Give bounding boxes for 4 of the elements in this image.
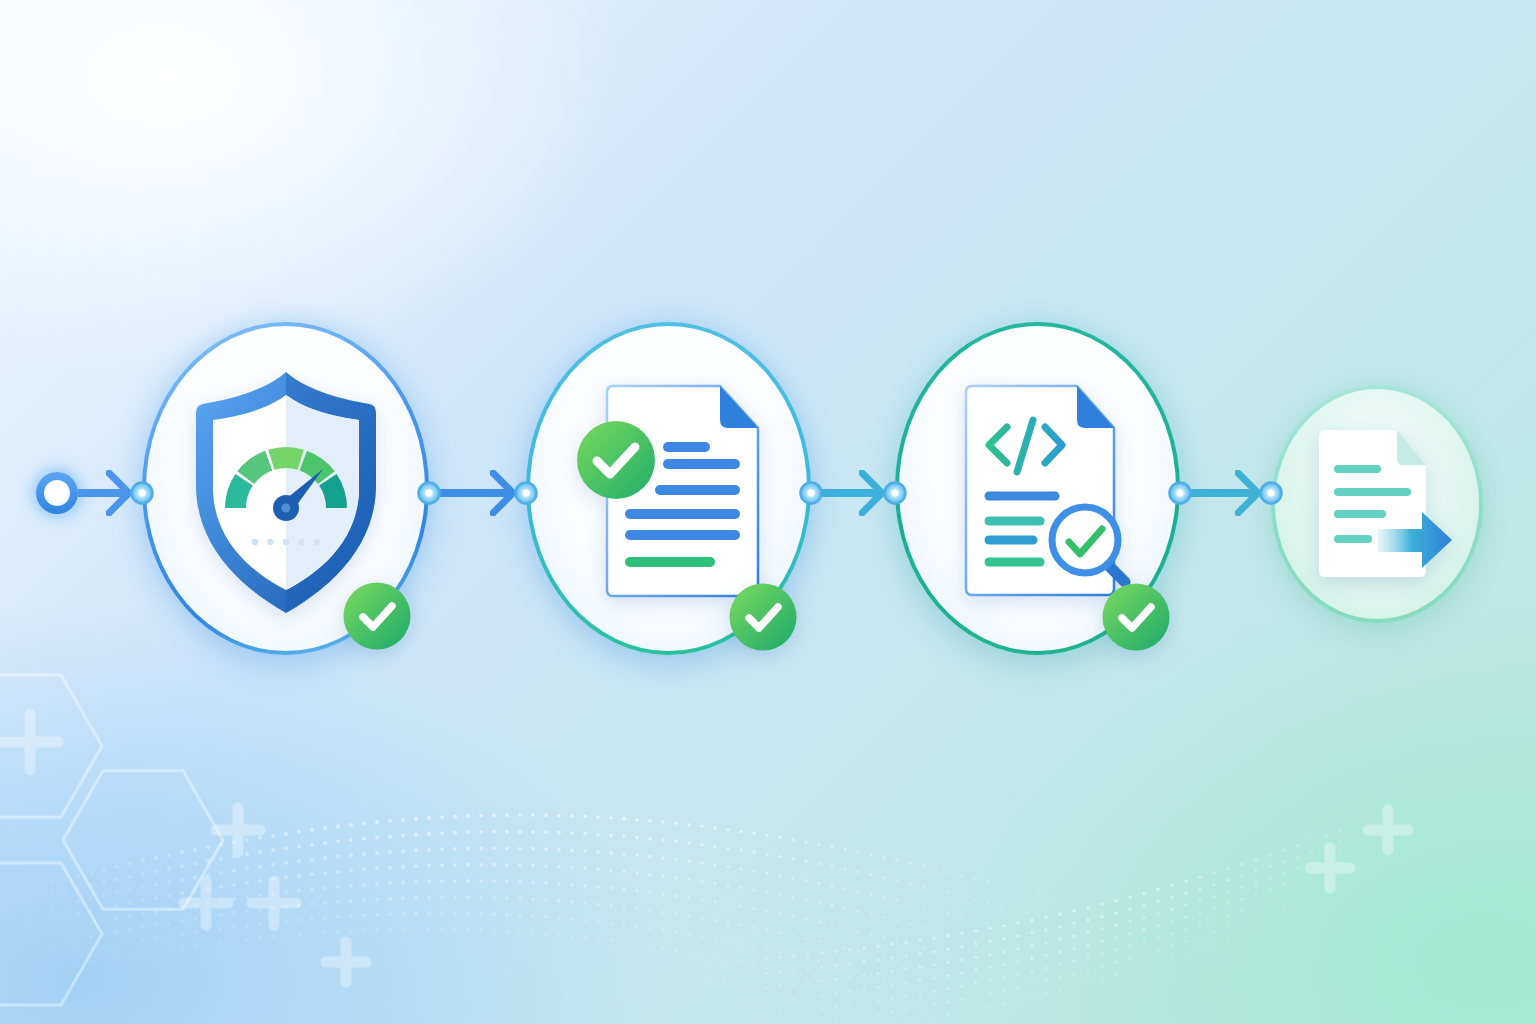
arrow [78,469,133,517]
arrow [440,469,517,517]
arrow [822,469,886,517]
arrow [1191,469,1262,517]
